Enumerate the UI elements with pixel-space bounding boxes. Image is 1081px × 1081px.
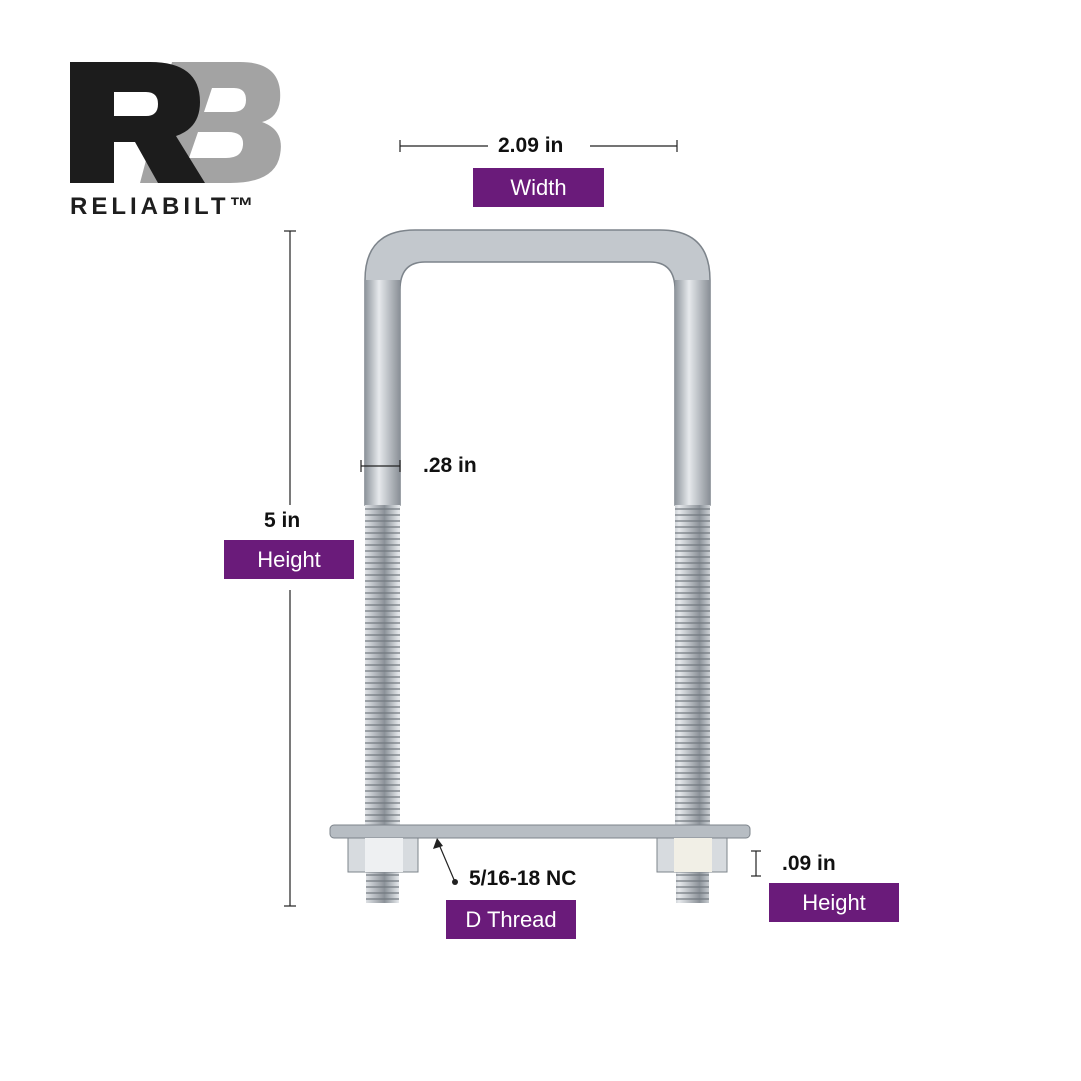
plate-height-value: .09 in: [782, 852, 836, 875]
right-thread-end: [676, 870, 709, 903]
width-label: Width: [473, 168, 604, 207]
left-leg: [365, 280, 400, 505]
dimension-lines: [284, 140, 761, 907]
plate: [329, 824, 751, 839]
u-bolt-bend: [364, 229, 711, 506]
plate-height-label: Height: [769, 883, 899, 922]
width-value: 2.09 in: [498, 134, 564, 157]
rb-logo-mark: [70, 62, 281, 183]
height-value: 5 in: [264, 509, 301, 532]
left-thread-end: [366, 870, 399, 903]
right-leg: [675, 280, 710, 505]
left-thread: [365, 505, 400, 825]
thread-label: D Thread: [446, 900, 576, 939]
right-thread: [675, 505, 710, 825]
thread-arrow-icon: [433, 838, 443, 849]
diameter-value: .28 in: [423, 454, 477, 477]
logo-wordmark: RELIABILT™: [70, 193, 258, 220]
logo-letter-r: [70, 62, 205, 183]
thread-value: 5/16-18 NC: [469, 867, 577, 890]
height-label: Height: [224, 540, 354, 579]
